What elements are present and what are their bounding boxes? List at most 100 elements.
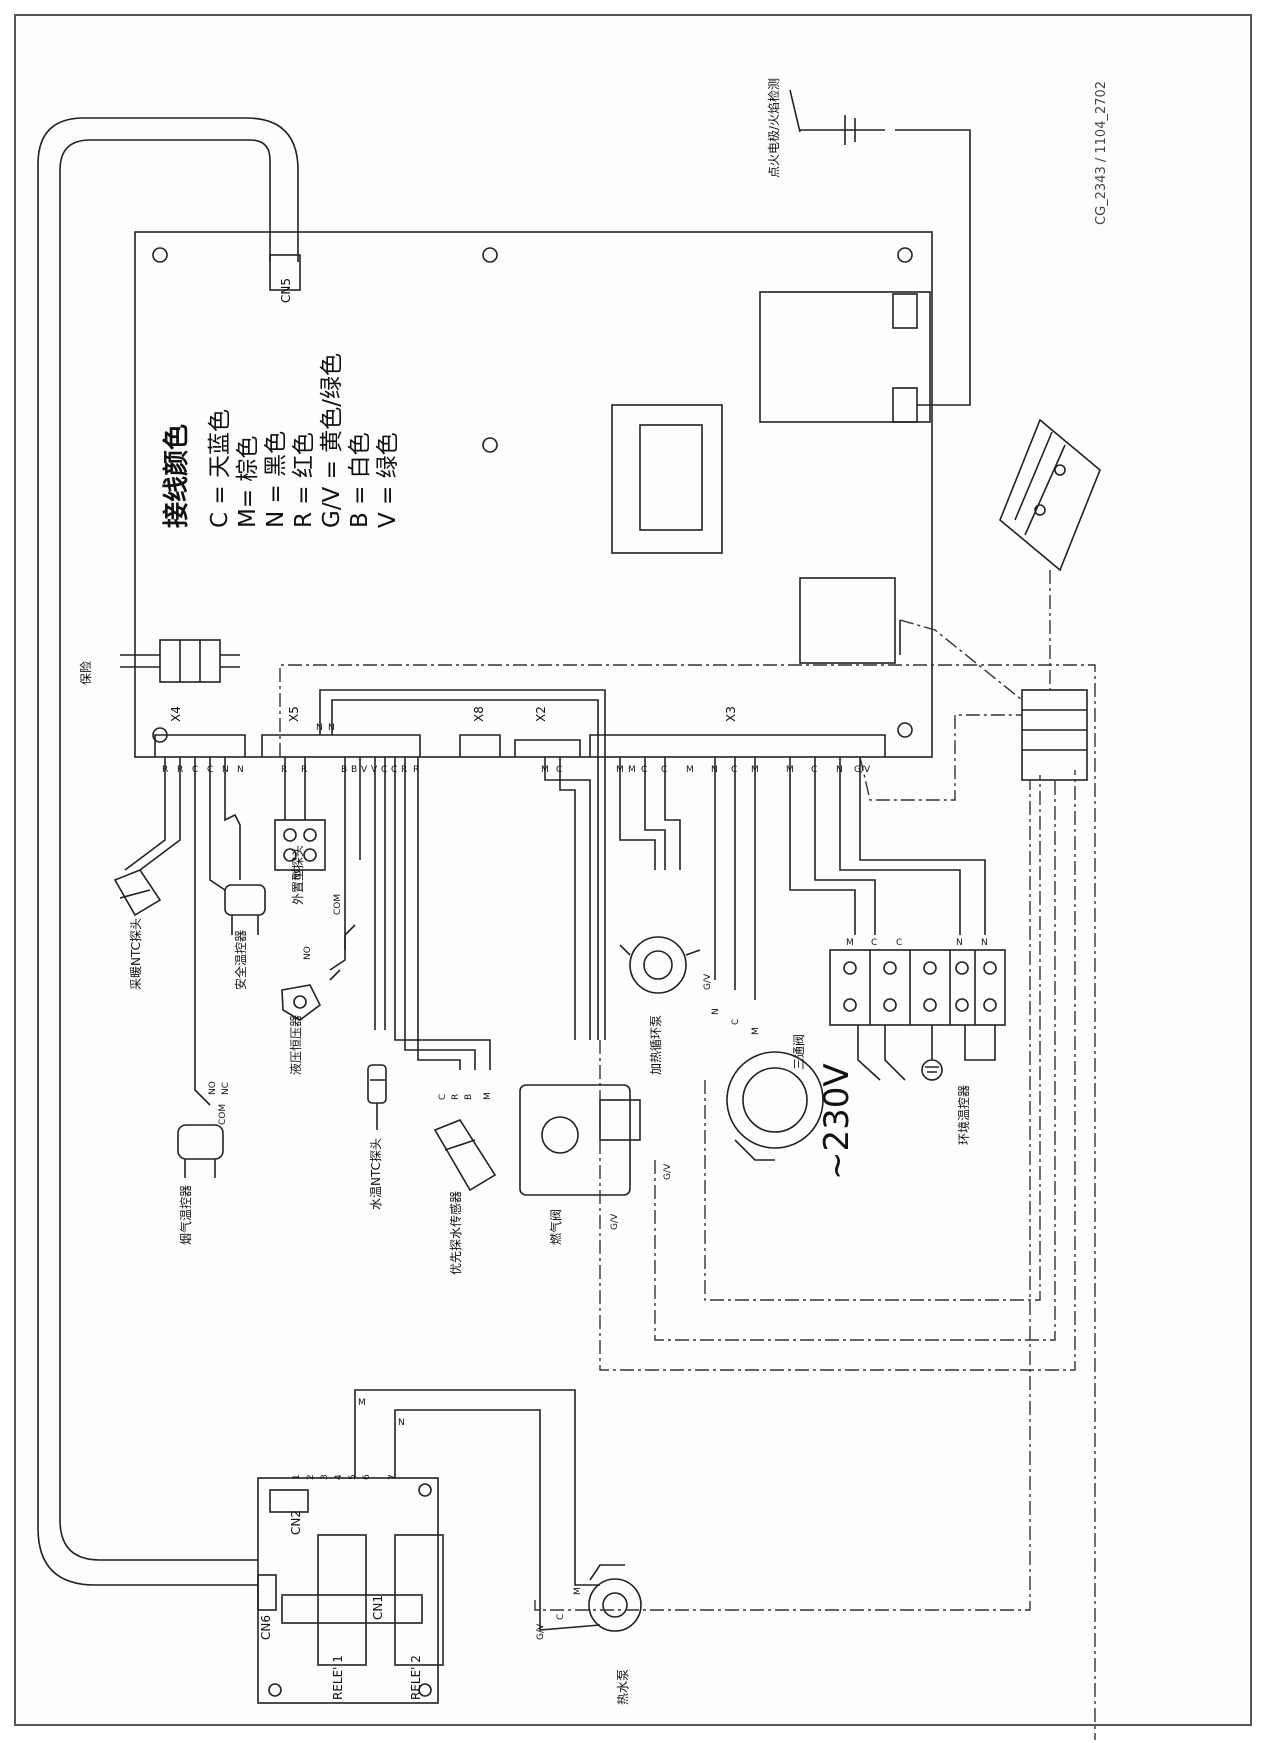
room-thermostat-loop: [964, 1025, 996, 1061]
svg-text:B: B: [351, 765, 357, 775]
svg-text:N: N: [398, 1418, 405, 1428]
connector-x3: [589, 734, 886, 757]
earth-wire: [534, 780, 1031, 1611]
label-x2: X2: [534, 706, 548, 722]
legend-entry: C = 天蓝色: [207, 409, 233, 528]
three-way-valve: [726, 1051, 824, 1161]
ignition-terminal: [892, 387, 918, 423]
svg-text:M: M: [628, 765, 636, 775]
svg-text:G/V: G/V: [610, 1213, 620, 1230]
transformer-core: [639, 424, 703, 531]
voltage-label: ~230V: [817, 1063, 857, 1180]
label-heating-ntc: 采暖NTC探头: [129, 918, 143, 990]
legend-entry: M= 棕色: [235, 436, 261, 528]
svg-text:C: C: [641, 765, 647, 775]
svg-text:C: C: [661, 765, 667, 775]
svg-text:M: M: [686, 765, 694, 775]
main-pcb: [134, 231, 933, 758]
wire-x4-flue-thermostat: [194, 757, 211, 1106]
svg-text:M: M: [358, 1398, 366, 1408]
frame-bracket: [999, 418, 1101, 572]
svg-text:R: R: [301, 765, 307, 775]
svg-text:M: M: [786, 765, 794, 775]
svg-text:B: B: [464, 1094, 474, 1100]
mains-leads: [857, 1025, 906, 1081]
connector-x2: [514, 739, 581, 757]
label-cn5: CN5: [279, 278, 293, 303]
svg-text:M: M: [616, 765, 624, 775]
legend-entry: N = 黑色: [263, 431, 289, 528]
cn1-terminal-strip: [281, 1594, 423, 1624]
heating-ntc-probe: [113, 869, 162, 917]
label-ignition-electrode: 点火电极/火焰检测: [766, 78, 781, 178]
svg-text:R: R: [451, 1094, 461, 1100]
label-external-probe: 外置型探头: [291, 845, 305, 905]
svg-text:G/V: G/V: [536, 1623, 546, 1640]
svg-text:M: M: [573, 1587, 583, 1595]
earth-wire: [859, 714, 1022, 801]
svg-text:4: 4: [334, 1474, 344, 1480]
flue-thermostat: [177, 1124, 224, 1178]
svg-text:7: 7: [388, 1474, 398, 1480]
label-rele1: RELE' 1: [331, 1655, 345, 1700]
label-x4: X4: [169, 706, 183, 722]
legend-entry: R = 红色: [291, 432, 317, 528]
external-probe-terminal: [274, 819, 326, 871]
connector-x5: [261, 734, 421, 757]
svg-text:R: R: [413, 765, 419, 775]
wire-x4-heating-ntc: [124, 757, 166, 871]
label-hot-water-pump: 热水泵: [616, 1669, 630, 1705]
ribbon-cable: [59, 139, 271, 1561]
svg-text:N: N: [956, 938, 963, 948]
svg-text:G/V: G/V: [663, 1163, 673, 1180]
svg-text:M: M: [751, 1027, 761, 1035]
svg-text:C: C: [731, 1019, 741, 1025]
svg-text:NC: NC: [293, 867, 303, 880]
label-safety-thermostat: 安全温控器: [233, 930, 248, 990]
wire-x4-safety-thermostat: [209, 757, 226, 891]
label-three-way-valve: 三通阀: [792, 1034, 806, 1070]
svg-text:1: 1: [292, 1474, 302, 1480]
ignition-cable: [895, 129, 971, 406]
svg-text:COM: COM: [333, 894, 343, 915]
svg-text:5: 5: [348, 1474, 358, 1480]
svg-text:2: 2: [306, 1474, 316, 1480]
wire-relay-hot-water-pump: [354, 1389, 600, 1586]
gas-valve: [519, 1084, 641, 1196]
svg-text:N: N: [711, 765, 718, 775]
dhw-flow-sensor: [433, 1119, 497, 1192]
svg-text:C: C: [438, 1094, 448, 1100]
pcb-mount-hole: [152, 247, 168, 263]
relay-terminal-numbers: 1 2 3 4 5 6 7: [292, 1474, 398, 1480]
svg-text:C: C: [871, 938, 877, 948]
legend-title: 接线颜色: [161, 424, 192, 528]
pcb-mount-hole: [482, 247, 498, 263]
legend-entry: G/V = 黄色/绿色: [319, 353, 345, 528]
earth-wire: [279, 664, 1096, 1740]
svg-text:N: N: [981, 938, 988, 948]
svg-text:N: N: [237, 765, 244, 775]
pcb-relay: [799, 577, 896, 664]
label-pressure-switch: 液压恒压器: [288, 1015, 303, 1075]
label-x5: X5: [287, 706, 301, 722]
pcb-mount-hole: [897, 722, 913, 738]
transformer: [611, 404, 723, 554]
earth-wire: [899, 619, 1023, 701]
drawing-code: CG_2343 / 1104_2702: [1094, 81, 1109, 225]
svg-text:N: N: [222, 765, 229, 775]
svg-text:M: M: [541, 765, 549, 775]
wire-x5-dhw-sensor: [394, 757, 491, 1070]
cn2-connector: [269, 1489, 309, 1513]
pcb-mount-hole: [482, 437, 498, 453]
terminal-block: [829, 949, 1006, 1026]
label-cn2: CN2: [289, 1510, 303, 1535]
svg-text:V: V: [371, 765, 378, 775]
legend-entry: B = 白色: [347, 432, 373, 528]
label-cn1: CN1: [371, 1595, 385, 1620]
pressure-switch: [281, 924, 356, 1021]
ignition-terminal: [892, 293, 918, 329]
earth-symbol: [921, 1059, 943, 1081]
earth-wire: [704, 775, 1041, 1301]
svg-text:C: C: [556, 765, 562, 775]
label-cn6: CN6: [259, 1615, 273, 1640]
